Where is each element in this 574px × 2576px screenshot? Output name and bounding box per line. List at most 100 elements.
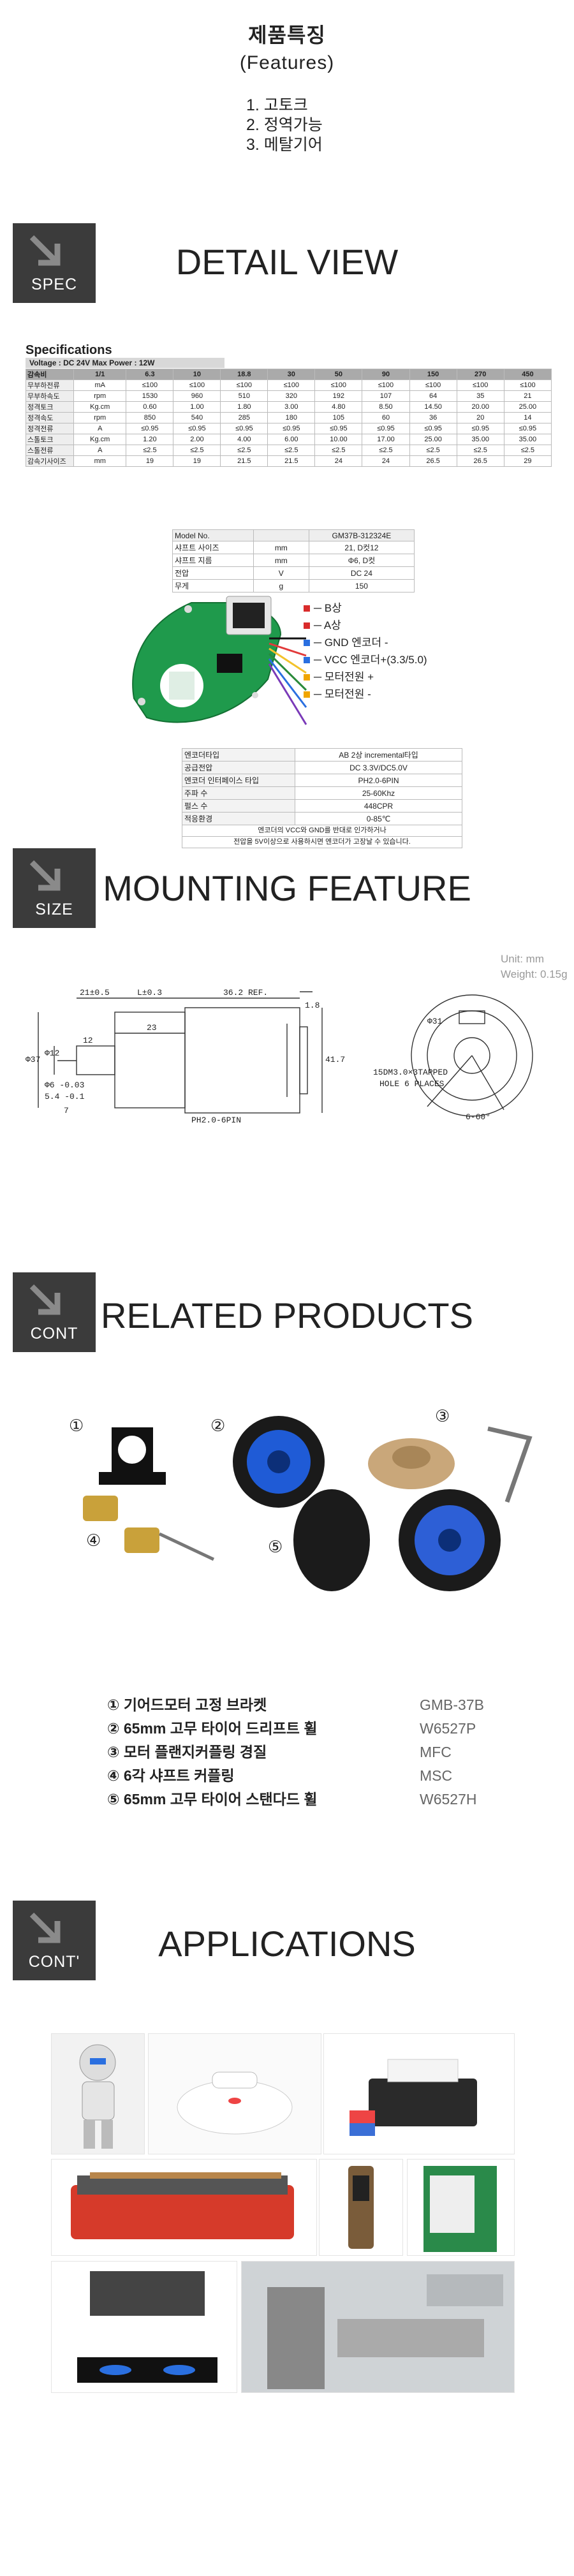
- product-row[interactable]: ⑤ 65mm 고무 타이어 스탠다드 휠 W6527H: [107, 1788, 490, 1811]
- product-code: GMB-37B: [420, 1696, 484, 1713]
- table-cell: V: [253, 566, 309, 580]
- cont-section-banner: CONT RELATED PRODUCTS: [0, 1272, 574, 1368]
- blue-square-icon: [304, 640, 310, 646]
- table-cell: 107: [362, 390, 410, 402]
- arrow-down-right-icon: [29, 860, 61, 891]
- wire-label: ─ 모터전원 +: [304, 668, 427, 686]
- wire-label: ─ GND 엔코더 -: [304, 634, 427, 651]
- table-cell: Kg.cm: [73, 401, 127, 413]
- product-name: ④ 6각 샤프트 커플링: [107, 1767, 235, 1784]
- drift-wheel-image: [233, 1416, 325, 1508]
- product-row[interactable]: ① 기어드모터 고정 브라켓 GMB-37B: [107, 1693, 490, 1717]
- orange-square-icon: [304, 674, 310, 681]
- table-cell: 무부하전류: [26, 379, 74, 391]
- table-cell: 64: [409, 390, 457, 402]
- table-cell: 285: [220, 412, 269, 423]
- section-title: RELATED PRODUCTS: [101, 1295, 473, 1336]
- table-cell: mA: [73, 379, 127, 391]
- table-cell: 전압: [172, 566, 254, 580]
- table-cell: ≤100: [126, 379, 174, 391]
- table-cell: 21, D컷12: [308, 541, 415, 554]
- table-cell: 270: [456, 369, 504, 380]
- table-cell: ≤100: [267, 379, 316, 391]
- table-cell: 35.00: [456, 434, 504, 445]
- table-cell: 24: [362, 455, 410, 467]
- unit-label: Unit: mm: [501, 953, 544, 965]
- dim-label: Φ31: [427, 1017, 443, 1026]
- table-cell: 960: [173, 390, 221, 402]
- robot-vacuum-image: [148, 2033, 321, 2154]
- table-cell: PH2.0-6PIN: [295, 774, 462, 787]
- table-cell: ≤2.5: [362, 445, 410, 456]
- table-cell: 정격속도: [26, 412, 74, 423]
- product-row[interactable]: ④ 6각 샤프트 커플링 MSC: [107, 1764, 490, 1788]
- dim-label: 21±0.5: [80, 988, 110, 997]
- table-cell: mm: [253, 541, 309, 554]
- table-cell: ≤0.95: [409, 423, 457, 434]
- table-cell: 150: [308, 579, 415, 592]
- feature-item: 1. 고토크: [246, 96, 308, 114]
- table-cell: ≤2.5: [456, 445, 504, 456]
- table-cell: ≤0.95: [362, 423, 410, 434]
- dim-label: 1.8: [305, 1001, 320, 1010]
- table-cell: 21.5: [220, 455, 269, 467]
- product-row[interactable]: ② 65mm 고무 타이어 드리프트 휠 W6527P: [107, 1717, 490, 1741]
- spec-badge-label: SPEC: [31, 276, 78, 293]
- encoder-note: 전압을 5V이상으로 사용하시면 엔코더가 고장날 수 있습니다.: [182, 836, 462, 848]
- table-cell: ≤0.95: [267, 423, 316, 434]
- table-cell: 20.00: [456, 401, 504, 413]
- product-code: W6527H: [420, 1791, 477, 1807]
- table-cell: A: [73, 423, 127, 434]
- table-cell: Model No.: [172, 529, 254, 541]
- product-name: ③ 모터 플랜지커플링 경질: [107, 1744, 267, 1760]
- section-title: APPLICATIONS: [158, 1924, 416, 1964]
- spec-badge: SPEC: [13, 223, 96, 303]
- table-cell: 450: [503, 369, 552, 380]
- table-cell: ≤2.5: [126, 445, 174, 456]
- table-cell: ≤0.95: [456, 423, 504, 434]
- dim-label: PH2.0-6PIN: [191, 1115, 241, 1125]
- wire-label: ─ B상: [304, 600, 427, 617]
- table-cell: 20: [456, 412, 504, 423]
- table-cell: ≤2.5: [173, 445, 221, 456]
- robot-image: [51, 2033, 145, 2154]
- table-cell: rpm: [73, 390, 127, 402]
- weight-label: Weight: 0.15g: [501, 968, 568, 980]
- table-cell: 50: [314, 369, 363, 380]
- dim-label: 23: [147, 1023, 157, 1033]
- table-cell: 192: [314, 390, 363, 402]
- table-cell: 180: [267, 412, 316, 423]
- motor-bracket-image: [99, 1427, 166, 1485]
- blue-square-icon: [304, 657, 310, 663]
- wire-label: ─ A상: [304, 617, 427, 634]
- table-cell: 엔코더 인터페이스 타입: [182, 774, 295, 787]
- table-cell: ≤2.5: [409, 445, 457, 456]
- wire-label: ─ VCC 엔코더+(3.3/5.0): [304, 651, 427, 668]
- table-cell: 주파 수: [182, 786, 295, 800]
- kitchen-image: [241, 2261, 515, 2393]
- size-badge: SIZE: [13, 848, 96, 928]
- cont-badge: CONT: [13, 1272, 96, 1352]
- hex-coupling-image: [83, 1496, 215, 1561]
- product-row[interactable]: ③ 모터 플랜지커플링 경질 MFC: [107, 1741, 490, 1764]
- table-cell: 540: [173, 412, 221, 423]
- dim-label: 15DM3.0×3TAPPED: [373, 1068, 448, 1077]
- table-cell: ≤100: [456, 379, 504, 391]
- table-cell: ≤100: [362, 379, 410, 391]
- table-cell: 1/1: [73, 369, 127, 380]
- table-cell: 무부하속도: [26, 390, 74, 402]
- dim-label: HOLE 6 PLACES: [379, 1079, 445, 1089]
- table-row: Model No.GM37B-312324E: [172, 529, 415, 541]
